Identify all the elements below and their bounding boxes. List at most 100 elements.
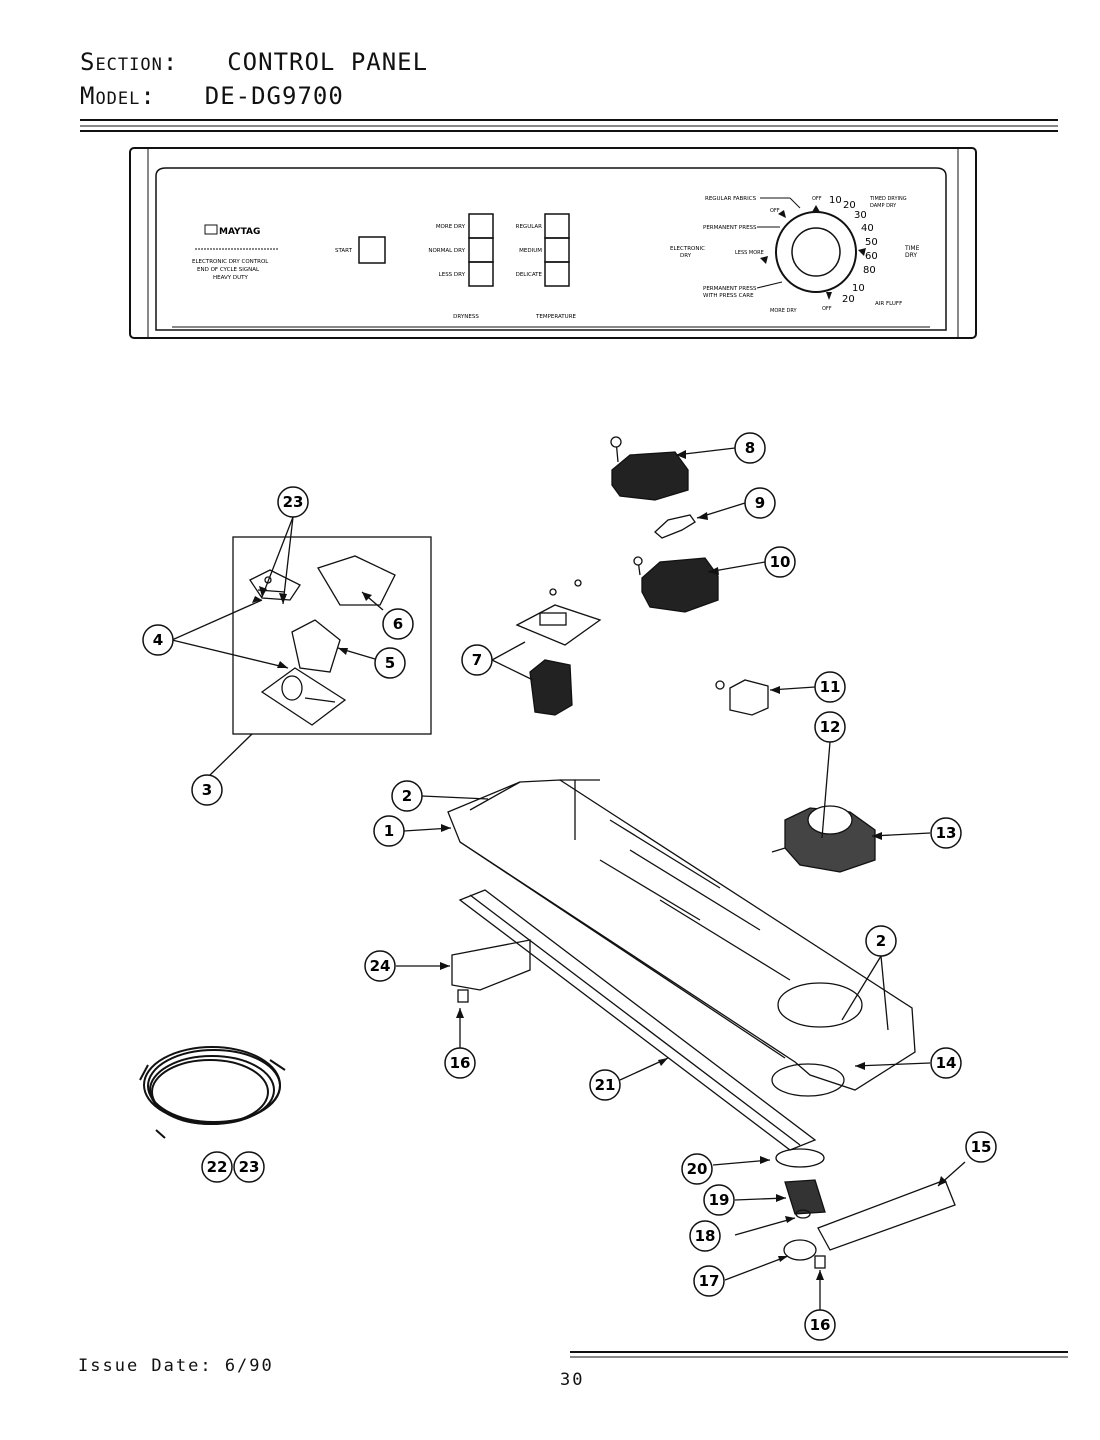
callout-24: 24 (364, 950, 396, 982)
start-button[interactable] (358, 236, 386, 264)
dial-num-20: 20 (843, 200, 856, 211)
dial-num-40: 40 (861, 223, 874, 234)
callout-10: 10 (764, 546, 796, 578)
svg-text:11: 11 (820, 678, 841, 696)
part-1-panel-body (447, 779, 916, 1097)
dial-air-fluff: AIR FLUFF (875, 301, 902, 307)
dial-num-b20: 20 (842, 294, 855, 305)
temperature-label: TEMPERATURE (535, 314, 577, 320)
svg-text:21: 21 (595, 1076, 616, 1094)
callout-6: 6 (382, 608, 414, 640)
svg-text:18: 18 (695, 1227, 716, 1245)
part-15-extension (817, 1179, 956, 1251)
svg-text:17: 17 (699, 1272, 720, 1290)
part-illustrations (139, 436, 956, 1269)
part-16-clip (457, 989, 469, 1003)
dial-more-dry: MORE DRY (770, 308, 797, 314)
normal-dry-label: NORMAL DRY (428, 248, 465, 254)
callout-17: 17 (693, 1265, 725, 1297)
svg-text:5: 5 (385, 654, 395, 672)
svg-text:14: 14 (936, 1054, 957, 1072)
svg-text:1: 1 (384, 822, 394, 840)
callout-5: 5 (374, 647, 406, 679)
callout-22: 22 (201, 1151, 233, 1183)
callout-15: 15 (965, 1131, 997, 1163)
dial-num-50: 50 (865, 237, 878, 248)
svg-text:19: 19 (709, 1191, 730, 1209)
callout-2b: 2 (865, 925, 897, 957)
svg-text:24: 24 (370, 957, 391, 975)
dial-damp-dry: DAMP DRY (870, 203, 897, 209)
less-dry-label: LESS DRY (439, 272, 466, 278)
panel-brand: MAYTAG (219, 227, 260, 237)
header-rule (80, 119, 1058, 132)
normal-dry-button[interactable] (468, 237, 494, 263)
callout-bubbles: 1 2 2 3 4 5 6 7 8 9 10 11 12 13 14 15 16… (142, 432, 997, 1341)
part-20-bushing (775, 1148, 825, 1168)
issue-date: Issue Date: 6/90 (78, 1356, 274, 1376)
dial-num-30: 30 (854, 210, 867, 221)
svg-text:2: 2 (876, 932, 886, 950)
leader-arrows (252, 450, 947, 1280)
regular-temp-label: REGULAR (516, 224, 543, 230)
timer-dial-knob[interactable] (791, 227, 841, 277)
dial-num-80: 80 (863, 265, 876, 276)
part-7-switch-bracket (515, 579, 602, 716)
start-label: START (335, 248, 353, 254)
footer-rule (570, 1351, 1068, 1358)
callout-18: 18 (689, 1220, 721, 1252)
more-dry-button[interactable] (468, 213, 494, 239)
timer-dial[interactable] (775, 211, 857, 293)
part-24-bracket (451, 939, 531, 991)
less-dry-button[interactable] (468, 261, 494, 287)
dial-less-more: LESS MORE (735, 250, 764, 256)
part-13-timer (784, 805, 876, 873)
svg-text:16: 16 (450, 1054, 471, 1072)
dial-press-care-1: PERMANENT PRESS (703, 286, 757, 292)
part-17-cam (783, 1239, 817, 1261)
svg-text:9: 9 (755, 494, 765, 512)
dial-num-b10: 10 (852, 283, 865, 294)
dryness-label: DRYNESS (453, 314, 479, 320)
callout-2a: 2 (391, 780, 423, 812)
dial-regular-fabrics: REGULAR FABRICS (705, 196, 757, 202)
part-16-clip-lower (814, 1255, 826, 1269)
svg-text:6: 6 (393, 615, 403, 633)
callout-9: 9 (744, 487, 776, 519)
svg-text:23: 23 (283, 493, 304, 511)
dial-time-2: DRY (905, 252, 917, 259)
regular-temp-button[interactable] (544, 213, 570, 239)
dial-electronic-dry-1: ELECTRONIC (670, 246, 705, 252)
part-10-switch (633, 556, 719, 613)
part-19-knob (784, 1179, 826, 1215)
section-label: Section: (80, 48, 179, 76)
model-value: DE-DG9700 (204, 82, 344, 110)
callout-23-connector: 23 (277, 486, 309, 518)
dial-num-60: 60 (865, 251, 878, 262)
callout-16b: 16 (804, 1309, 836, 1341)
callout-21: 21 (589, 1069, 621, 1101)
dial-permanent-press: PERMANENT PRESS (703, 225, 757, 231)
delicate-temp-button[interactable] (544, 261, 570, 287)
callout-12: 12 (814, 711, 846, 743)
control-panel-front: MAYTAG ELECTRONIC DRY CONTROL END OF CYC… (129, 147, 977, 339)
dial-off-bottom: OFF (822, 306, 832, 312)
part-23-connector (249, 569, 301, 601)
part-3-kit-box (232, 536, 432, 735)
part-6-cover (317, 555, 396, 606)
part-8-switch (610, 436, 689, 501)
medium-temp-button[interactable] (544, 237, 570, 263)
callout-16a: 16 (444, 1047, 476, 1079)
part-11-buzzer (715, 679, 769, 716)
callout-11: 11 (814, 671, 846, 703)
delicate-temp-label: DELICATE (516, 272, 543, 278)
dial-timed-drying: TIMED DRYING (869, 196, 907, 202)
model-heading: Model: DE-DG9700 (80, 82, 344, 110)
callout-1: 1 (373, 815, 405, 847)
part-9-jumper (654, 514, 696, 539)
svg-text:22: 22 (207, 1158, 228, 1176)
svg-text:10: 10 (770, 553, 791, 571)
dial-time-1: TIME (904, 245, 920, 252)
callout-20: 20 (681, 1153, 713, 1185)
dial-electronic-dry-2: DRY (680, 253, 692, 259)
